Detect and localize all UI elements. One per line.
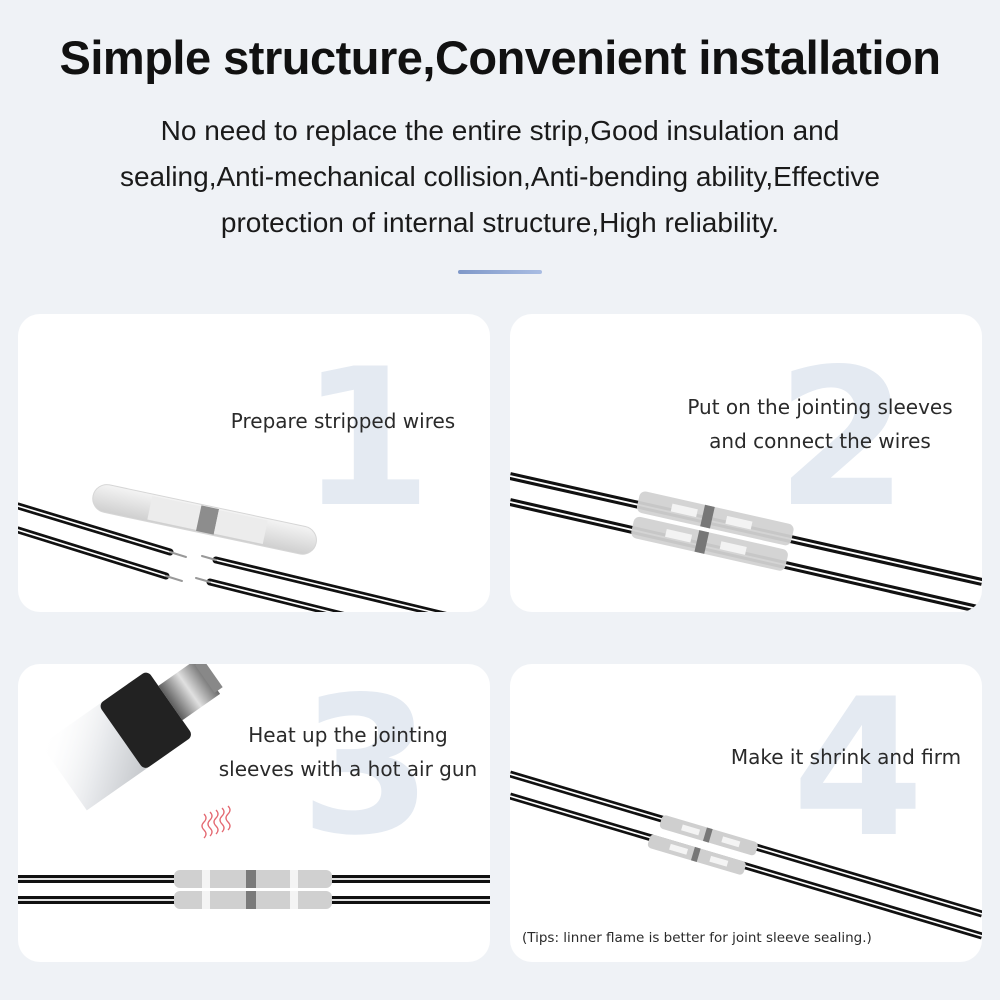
caption-line: sleeves with a hot air gun xyxy=(218,757,478,781)
step-caption-1: Prepare stripped wires xyxy=(208,404,478,438)
step-tip: (Tips: linner flame is better for joint … xyxy=(522,930,872,946)
caption-line: Heat up the jointing xyxy=(248,723,448,747)
page-subtitle: No need to replace the entire strip,Good… xyxy=(40,108,960,246)
subtitle-line: No need to replace the entire strip,Good… xyxy=(160,115,840,146)
step-number-4: 4 xyxy=(792,664,925,879)
sleeves-on-wires-illustration xyxy=(510,472,982,612)
caption-line: Prepare stripped wires xyxy=(230,409,456,433)
title-divider xyxy=(458,270,542,274)
shrunk-sleeves-illustration xyxy=(510,770,982,940)
stripped-wires-illustration xyxy=(18,484,447,612)
hot-air-gun-illustration xyxy=(18,664,490,909)
step-card-3: 3 xyxy=(18,664,490,962)
step-number-3: 3 xyxy=(300,664,433,877)
caption-line: Put on the jointing sleeves xyxy=(687,395,953,419)
step-caption-3: Heat up the jointing sleeves with a hot … xyxy=(208,718,488,786)
step-caption-2: Put on the jointing sleeves and connect … xyxy=(660,390,980,458)
step-caption-4: Make it shrink and firm xyxy=(710,740,982,774)
subtitle-line: sealing,Anti-mechanical collision,Anti-b… xyxy=(119,161,881,192)
step-number-1: 1 xyxy=(300,328,433,549)
subtitle-line: protection of internal structure,High re… xyxy=(220,207,780,238)
caption-line: Make it shrink and firm xyxy=(730,745,962,769)
caption-line: and connect the wires xyxy=(709,429,931,453)
page-title: Simple structure,Convenient installation xyxy=(59,31,942,84)
step-card-1: 1 Pre xyxy=(18,314,490,612)
step-card-4: 4 Make it shrink and firm (Tips: linner … xyxy=(510,664,982,962)
step-card-2: 2 Put on the jointing sleeves and connec… xyxy=(510,314,982,612)
step-number-2: 2 xyxy=(776,328,909,549)
